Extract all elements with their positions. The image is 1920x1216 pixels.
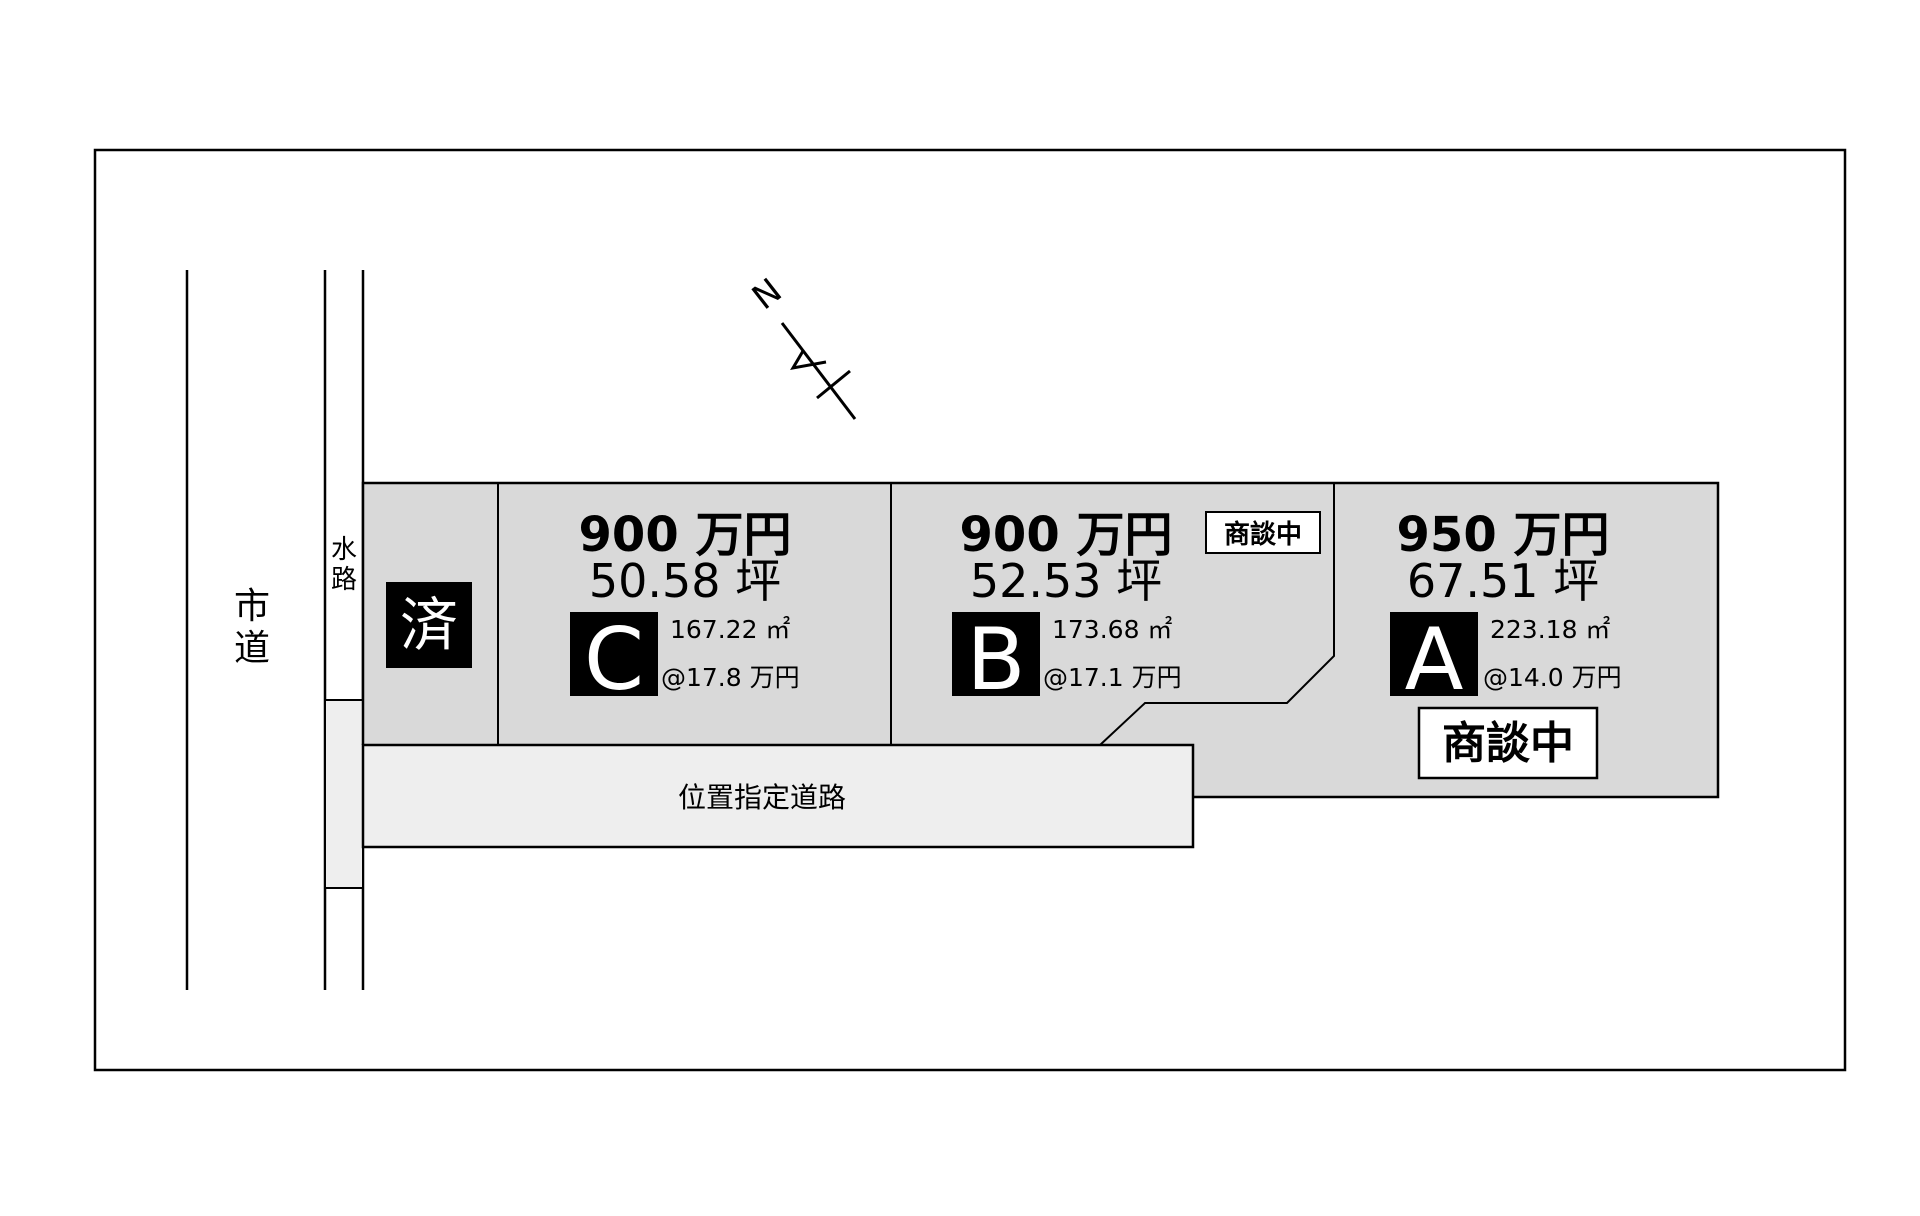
lot-a-tsubo: 67.51 坪	[1407, 554, 1599, 608]
designated-road	[361, 743, 1195, 849]
lot-a-letter-box	[1390, 612, 1478, 696]
lot-b-letter-box	[952, 612, 1040, 696]
waterway-crossing	[324, 699, 364, 889]
lot-b-price: 900 万円	[960, 507, 1173, 563]
lot-outline	[361, 481, 1720, 799]
lot-c-letter-box	[570, 612, 658, 696]
sold-marker-label: 済	[400, 591, 458, 659]
north-arrow-head	[790, 350, 827, 371]
waterway-label-1: 水	[331, 535, 357, 565]
sold-marker-box	[386, 582, 472, 668]
city-road-label-2: 道	[234, 628, 270, 669]
lot-b-status-badge	[1205, 511, 1321, 554]
lot-c-area: 167.22 ㎡	[670, 615, 790, 644]
lot-b-letter: B	[967, 610, 1026, 710]
lot-a-letter: A	[1405, 610, 1464, 710]
lot-b-tsubo: 52.53 坪	[970, 554, 1162, 608]
lot-a-status-badge	[1417, 706, 1599, 780]
lot-c[interactable]: 900 万円 50.58 坪 C 167.22 ㎡ @17.8 万円	[570, 507, 800, 710]
lot-a-unit-price: @14.0 万円	[1483, 663, 1622, 692]
lot-c-price: 900 万円	[579, 507, 792, 563]
north-arrow-crossbar	[816, 369, 851, 400]
lot-b-status-label: 商談中	[1224, 519, 1302, 550]
lot-b[interactable]: 900 万円 52.53 坪 商談中 B 173.68 ㎡ @17.1 万円	[952, 507, 1321, 710]
divider-b-a	[1099, 483, 1335, 746]
lot-b-unit-price: @17.1 万円	[1043, 663, 1182, 692]
designated-road-label: 位置指定道路	[678, 781, 846, 814]
lot-a-area: 223.18 ㎡	[1490, 615, 1610, 644]
lot-a-price: 950 万円	[1397, 507, 1610, 563]
lot-c-tsubo: 50.58 坪	[589, 554, 781, 608]
lot-b-area: 173.68 ㎡	[1052, 615, 1172, 644]
north-arrow-shaft	[780, 322, 857, 420]
city-road-label-1: 市	[234, 586, 270, 627]
waterway-label-2: 路	[331, 565, 357, 595]
lot-a-status-label: 商談中	[1442, 718, 1574, 769]
lot-c-unit-price: @17.8 万円	[661, 663, 800, 692]
lot-c-letter: C	[584, 610, 644, 710]
lot-a[interactable]: 950 万円 67.51 坪 A 223.18 ㎡ @14.0 万円 商談中	[1390, 507, 1622, 780]
